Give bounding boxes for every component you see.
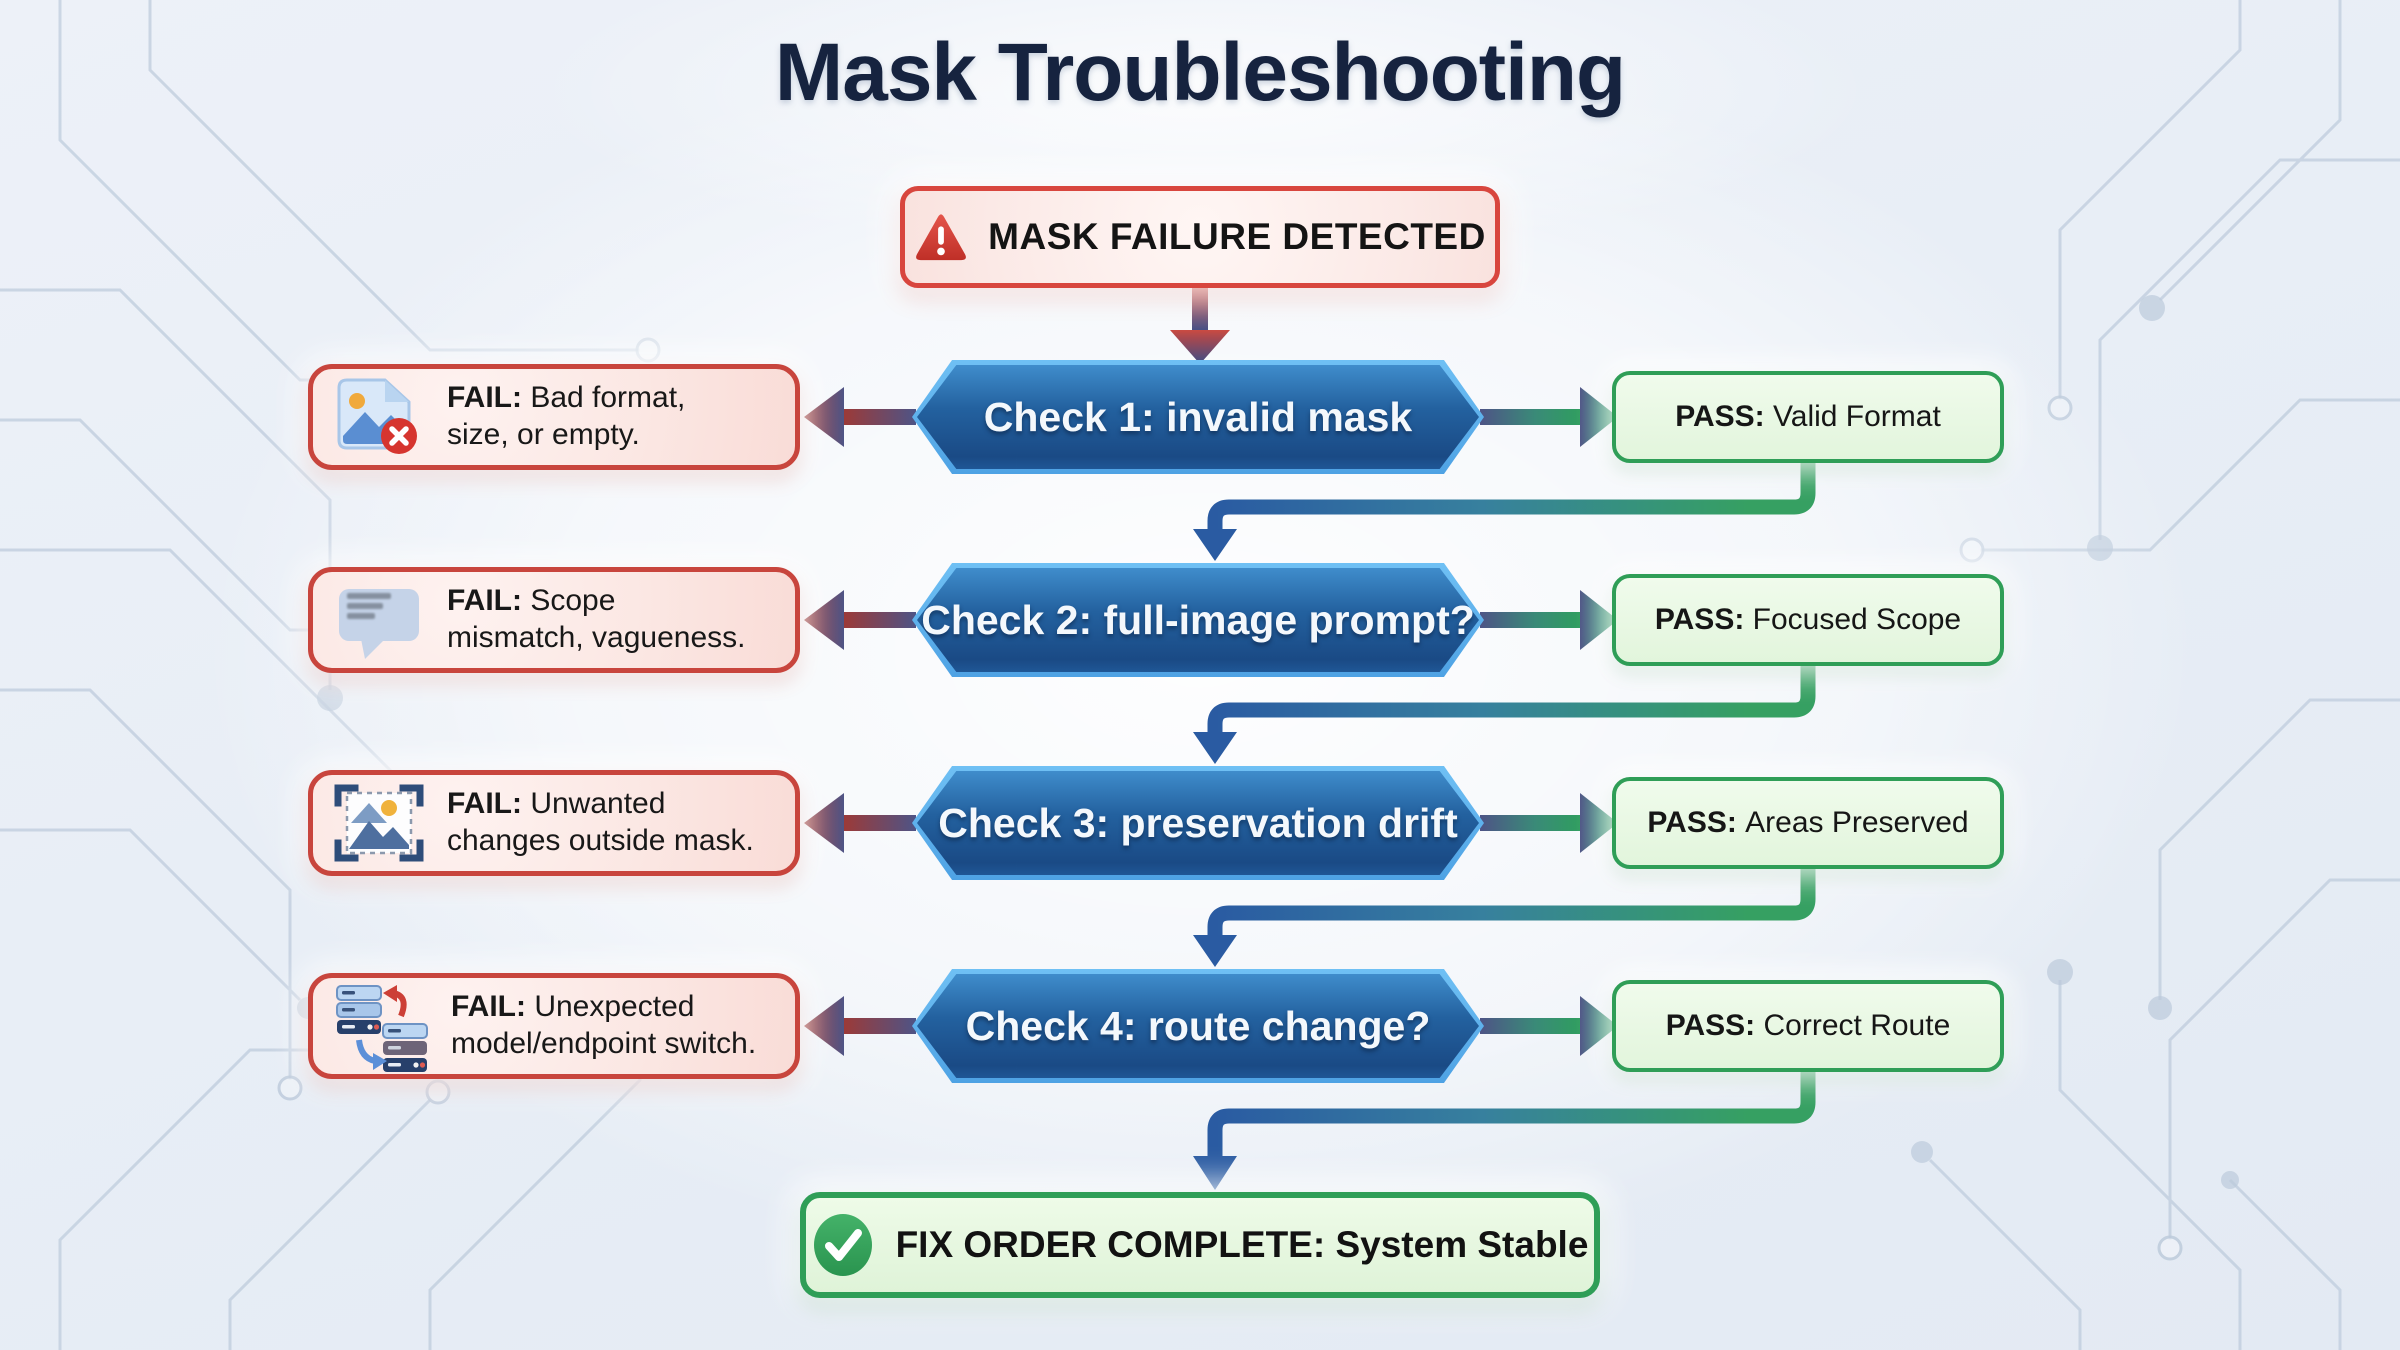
server-switch-icon [331,980,431,1072]
pass-text: PASS: Areas Preserved [1647,806,1968,840]
broken-image-icon [331,374,427,460]
fail-box-2: FAIL: Scope mismatch, vagueness. [308,567,800,673]
connector-pass2-to-check3 [1193,663,1816,764]
pass-outcome: Areas Preserved [1745,806,1969,839]
arrow-alert-to-check1 [1170,286,1230,364]
warning-triangle-icon [914,212,968,262]
arrow-check2-to-fail2 [804,590,916,650]
fail-reason: Unexpected model/endpoint switch. [451,990,757,1060]
pass-box-1: PASS: Valid Format [1612,371,2004,463]
check-label: Check 2: full-image prompt? [921,596,1475,643]
pass-prefix: PASS: [1654,603,1753,636]
check-hexagon-1: Check 1: invalid mask [912,360,1484,474]
arrow-check4-to-pass4 [1480,996,1618,1056]
fail-box-3: FAIL: Unwanted changes outside mask. [308,770,800,876]
connector-pass1-to-check2 [1193,460,1816,561]
complete-status: System Stable [1335,1224,1589,1265]
check-hexagon-3: Check 3: preservation drift [912,766,1484,880]
fail-reason: Bad format, size, or empty. [447,381,686,451]
pass-prefix: PASS: [1665,1009,1764,1042]
pass-outcome: Valid Format [1772,400,1941,433]
arrow-check1-to-fail1 [804,387,916,447]
pass-prefix: PASS: [1675,400,1773,433]
pass-text: PASS: Focused Scope [1655,603,1961,637]
fail-prefix: FAIL: [451,990,535,1024]
alert-label: MASK FAILURE DETECTED [988,216,1486,257]
pass-outcome: Focused Scope [1752,603,1962,636]
check-hexagon-2: Check 2: full-image prompt? [912,563,1484,677]
complete-prefix: FIX ORDER COMPLETE: [895,1224,1336,1265]
check-hexagon-4: Check 4: route change? [912,969,1484,1083]
fail-box-4: FAIL: Unexpected model/endpoint switch. [308,973,800,1079]
pass-box-2: PASS: Focused Scope [1612,574,2004,666]
fail-prefix: FAIL: [447,381,531,415]
pass-box-3: PASS: Areas Preserved [1612,777,2004,869]
masked-image-icon [331,779,427,867]
fail-box-1: FAIL: Bad format, size, or empty. [308,364,800,470]
check-circle-icon [812,1212,874,1278]
pass-text: PASS: Correct Route [1666,1009,1951,1043]
alert-banner: MASK FAILURE DETECTED [900,186,1500,288]
page-title: Mask Troubleshooting [774,27,1626,118]
pass-text: PASS: Valid Format [1675,400,1941,434]
fail-text: FAIL: Unexpected model/endpoint switch. [451,989,756,1062]
fail-text: FAIL: Scope mismatch, vagueness. [447,583,745,656]
chat-bubble-icon [331,577,427,663]
arrow-check3-to-pass3 [1480,793,1618,853]
fail-reason: Unwanted changes outside mask. [447,787,754,857]
connector-pass3-to-check4 [1193,866,1816,967]
fail-reason: Scope mismatch, vagueness. [447,584,746,654]
pass-box-4: PASS: Correct Route [1612,980,2004,1072]
complete-banner: FIX ORDER COMPLETE: System Stable [800,1192,1600,1298]
arrow-check4-to-fail4 [804,996,916,1056]
check-label: Check 3: preservation drift [938,799,1458,846]
fail-prefix: FAIL: [447,584,531,618]
arrow-check1-to-pass1 [1480,387,1618,447]
check-label: Check 4: route change? [965,1002,1431,1049]
connector-pass4-to-complete [1193,1069,1816,1190]
arrow-check2-to-pass2 [1480,590,1618,650]
check-label: Check 1: invalid mask [983,393,1413,440]
complete-label: FIX ORDER COMPLETE: System Stable [896,1224,1589,1266]
fail-text: FAIL: Bad format, size, or empty. [447,380,685,453]
pass-prefix: PASS: [1647,806,1746,839]
fail-prefix: FAIL: [447,787,531,821]
pass-outcome: Correct Route [1763,1009,1951,1042]
fail-text: FAIL: Unwanted changes outside mask. [447,786,754,859]
arrow-check3-to-fail3 [804,793,916,853]
